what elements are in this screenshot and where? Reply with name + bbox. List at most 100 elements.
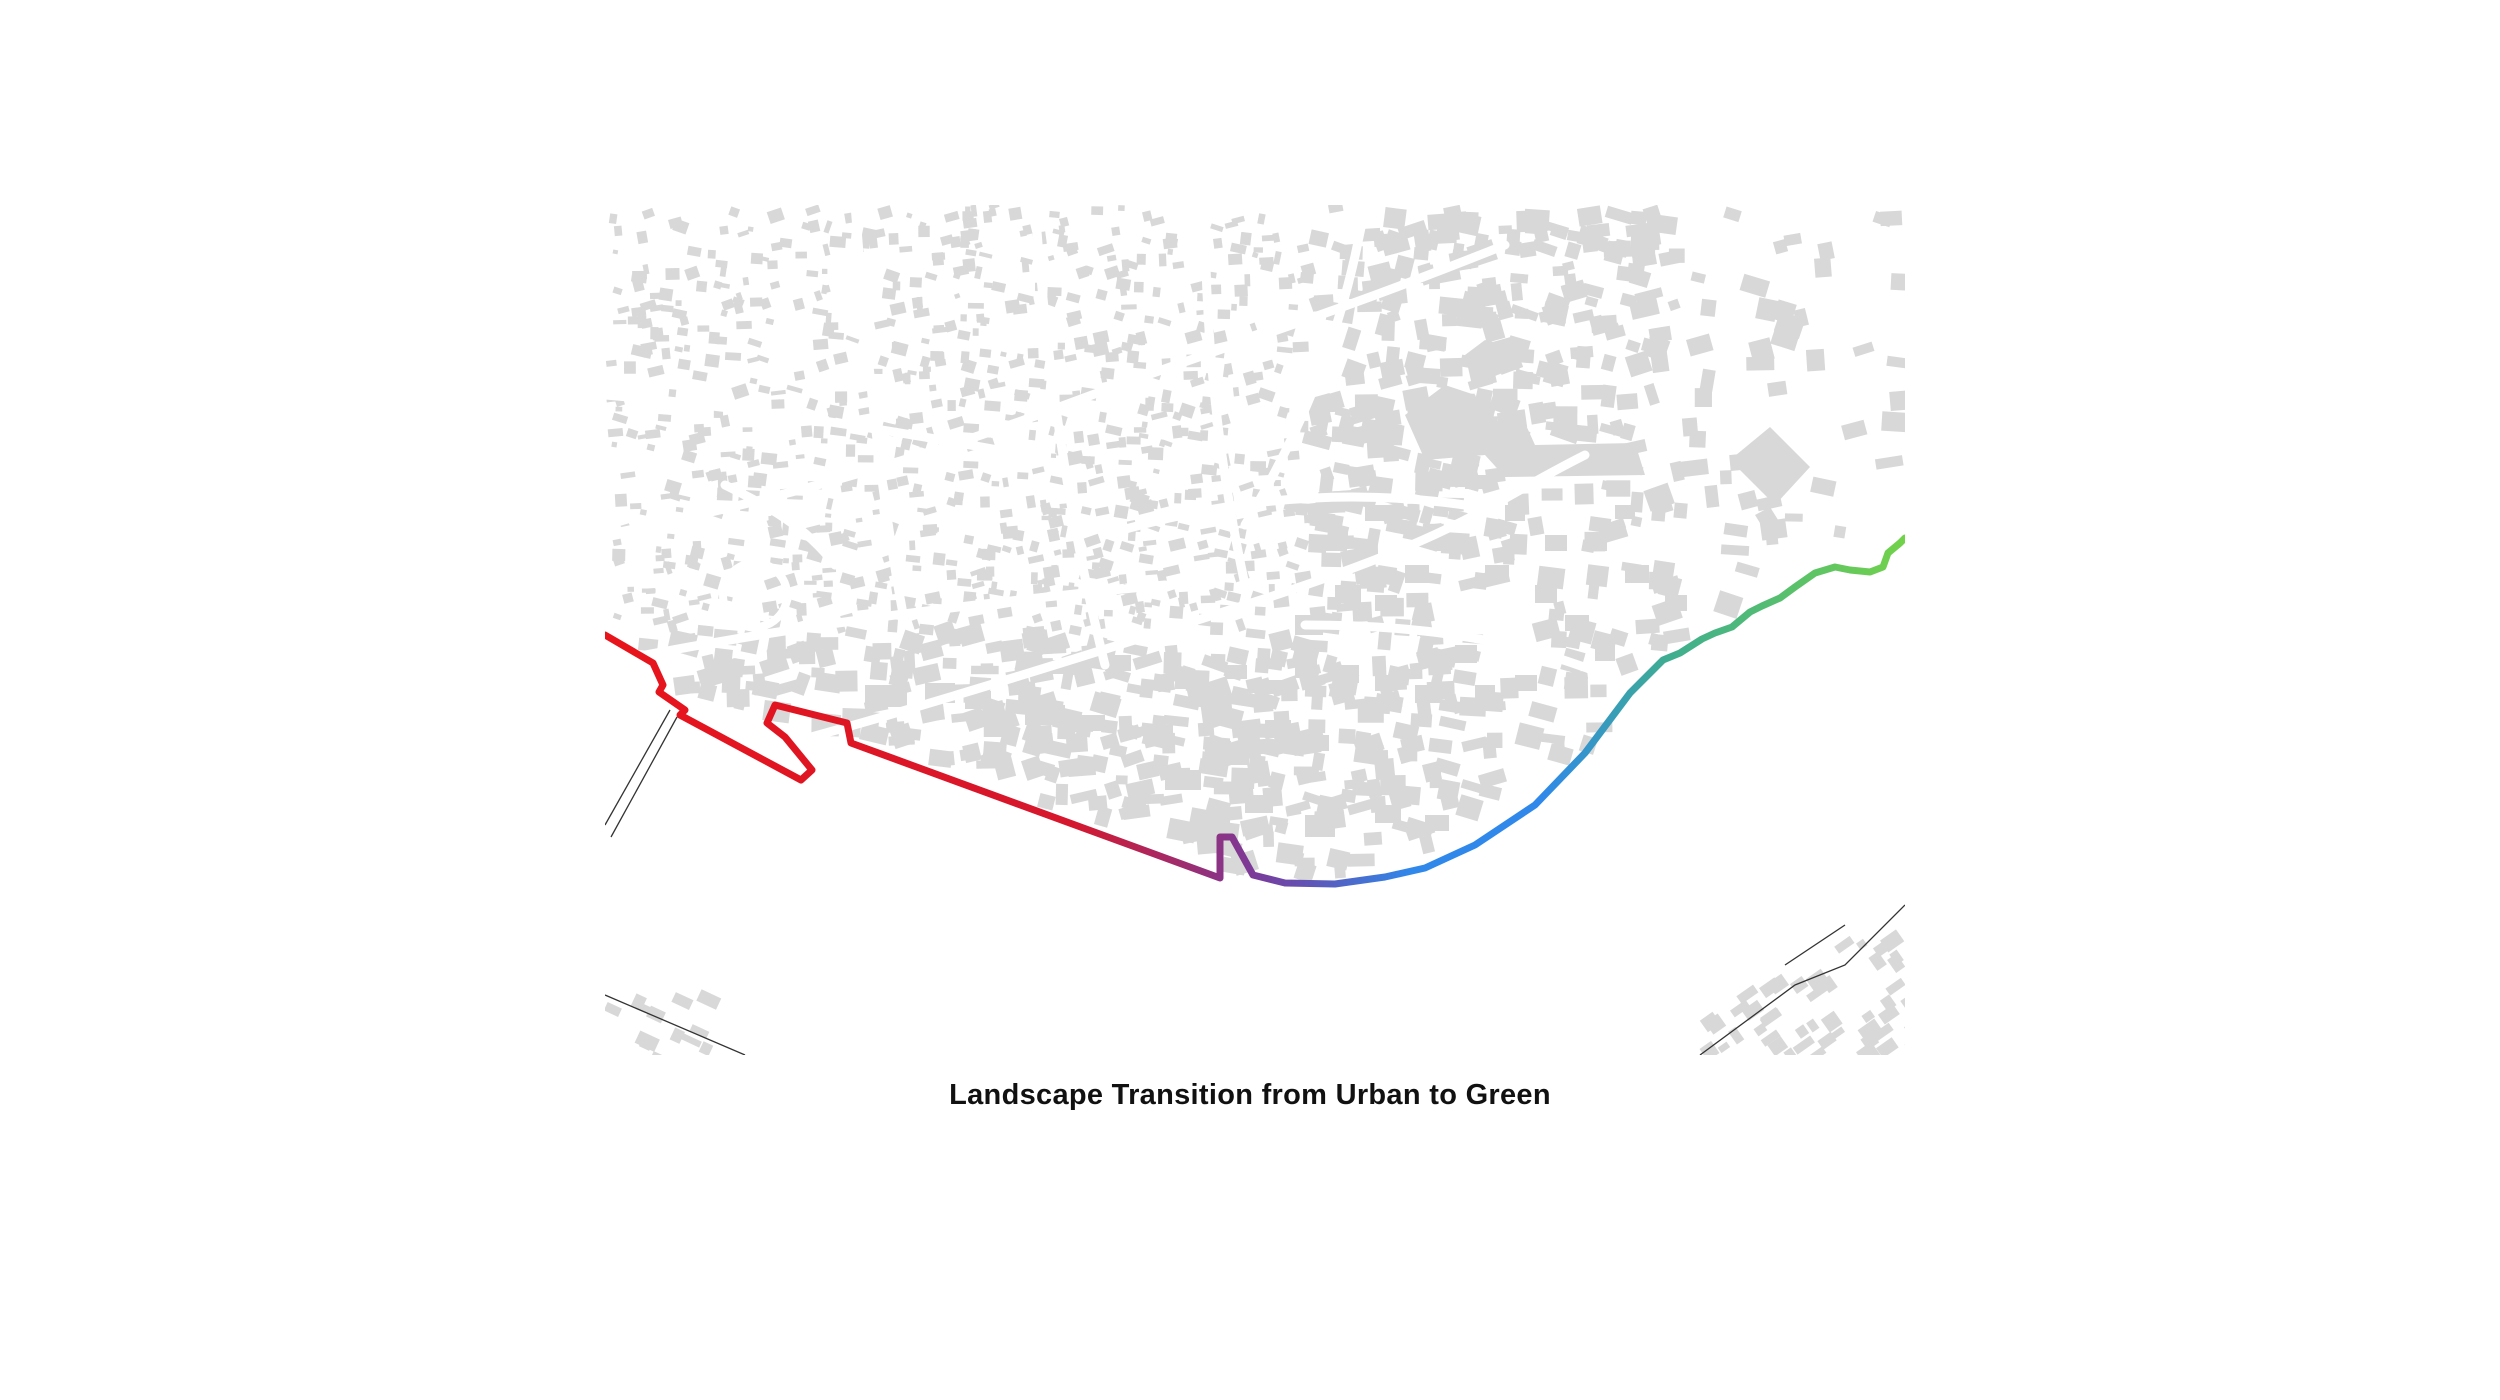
building (1262, 359, 1275, 371)
building (1047, 514, 1064, 529)
building (1141, 421, 1148, 428)
building (1021, 629, 1050, 649)
building (1767, 1036, 1789, 1055)
building (1387, 569, 1406, 594)
building (779, 237, 793, 249)
building (963, 423, 980, 434)
building (1268, 629, 1294, 653)
building (642, 264, 650, 275)
building (946, 569, 957, 580)
building (660, 493, 672, 500)
building (684, 265, 701, 281)
building (715, 259, 728, 269)
building (1091, 206, 1104, 216)
building (1106, 254, 1117, 262)
building (806, 397, 819, 411)
building (987, 377, 1000, 389)
building (1133, 361, 1147, 369)
building-block (1625, 565, 1649, 583)
building (661, 347, 671, 360)
building (1152, 286, 1161, 298)
building (1050, 619, 1063, 632)
building (958, 469, 974, 481)
building-block (1365, 505, 1389, 521)
building (841, 232, 852, 239)
building (796, 641, 823, 652)
building (800, 425, 813, 438)
building (912, 483, 923, 494)
building (707, 249, 716, 259)
building (1250, 549, 1267, 560)
building (1536, 565, 1566, 590)
building (661, 548, 672, 559)
building (970, 205, 978, 217)
building (1492, 388, 1518, 407)
building (1537, 665, 1558, 687)
building (1834, 935, 1855, 954)
building (907, 369, 917, 376)
building (965, 206, 971, 213)
building-block (1175, 675, 1195, 689)
building (1603, 240, 1626, 265)
building (1512, 371, 1534, 390)
building (1105, 351, 1119, 363)
building (983, 282, 993, 289)
building (1560, 279, 1588, 303)
building (624, 361, 636, 374)
building (1000, 351, 1007, 358)
building (683, 344, 691, 352)
building (888, 232, 899, 245)
building (1217, 309, 1231, 320)
building (1723, 206, 1742, 223)
building (816, 525, 831, 533)
building (1424, 458, 1442, 470)
building (793, 370, 806, 381)
building (974, 266, 983, 280)
building (963, 461, 979, 469)
building (769, 538, 787, 548)
building (1050, 453, 1057, 459)
building (1616, 393, 1639, 411)
building (1806, 1018, 1820, 1033)
building (1352, 601, 1373, 622)
building (632, 270, 647, 280)
building (672, 612, 689, 625)
building (1096, 243, 1115, 257)
building (1587, 578, 1600, 600)
building (1184, 329, 1203, 345)
building (1309, 639, 1328, 653)
building (1095, 288, 1108, 301)
building (1553, 600, 1567, 616)
building (1723, 522, 1749, 538)
building (721, 298, 735, 311)
building (644, 428, 661, 440)
street (1100, 492, 1470, 540)
building (1552, 265, 1569, 277)
building (620, 471, 636, 479)
building (608, 213, 618, 225)
building (1400, 750, 1418, 762)
building (1418, 505, 1435, 526)
building (1531, 617, 1561, 643)
building (1103, 609, 1113, 617)
building (1150, 411, 1168, 421)
building (1207, 712, 1221, 725)
building (889, 301, 907, 316)
building-footprints (605, 205, 1905, 1055)
building (1138, 553, 1154, 565)
building (653, 567, 664, 574)
building (688, 599, 700, 606)
building (1455, 308, 1484, 329)
street (1300, 620, 1610, 680)
building (1409, 662, 1422, 672)
rail-line (605, 709, 671, 826)
building (913, 307, 930, 319)
building (1277, 541, 1288, 551)
building (1663, 627, 1691, 645)
building (960, 314, 967, 322)
building (756, 354, 770, 364)
building (1319, 466, 1335, 483)
building (1027, 554, 1045, 565)
building (767, 524, 784, 539)
building (1268, 584, 1275, 593)
